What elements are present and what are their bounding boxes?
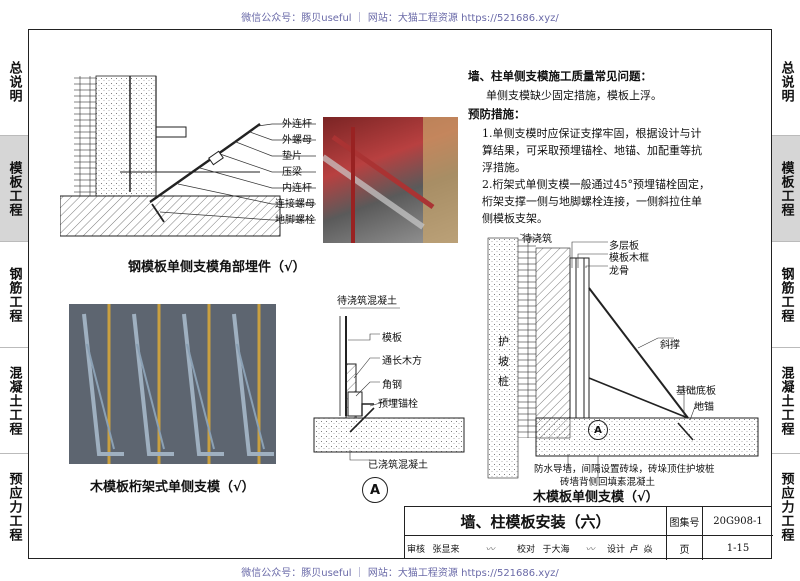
photo-truss-formwork: [69, 304, 276, 464]
reviewer: 张显来: [432, 544, 460, 555]
fig4-label: 地锚: [694, 402, 714, 413]
tab-rebar[interactable]: 钢筋工程: [0, 241, 28, 347]
fig4-drawing: [487, 233, 759, 479]
atlas-label: 图集号: [667, 507, 703, 536]
title-block: 墙、柱模板安装（六） 图集号 20G908-1 审核 张显来 〰 校对 于大海 …: [404, 506, 773, 560]
inner-rod: [149, 141, 236, 203]
outer-rod: [234, 123, 261, 143]
item2-line2: 桁架支撑一侧与地脚螺栓连接，一侧斜拉住单: [482, 195, 702, 208]
checker: 于大海: [542, 544, 570, 555]
fig4-label: 待浇筑: [522, 234, 552, 245]
tab-concrete-right[interactable]: 混凝土工程: [772, 347, 800, 453]
item2-line1: 2.桁架式单侧支模一般通过45°预埋锚栓固定，: [482, 178, 710, 191]
designer-surname: 卢: [629, 544, 639, 555]
brick-wall: [518, 238, 536, 438]
page-number: 1-15: [726, 542, 750, 554]
item1-line2: 算结果，可采取预埋锚栓、地锚、加配重等抗: [482, 144, 702, 157]
item2-line3: 侧模板支架。: [482, 212, 548, 225]
side-tabs-left: 总说明 模板工程 钢筋工程 混凝土工程 预应力工程: [0, 29, 28, 559]
tab-formwork-right[interactable]: 模板工程: [772, 135, 800, 241]
tab-general[interactable]: 总说明: [6, 61, 22, 103]
problem-heading: 墙、柱单侧支模施工质量常见问题：: [468, 69, 652, 83]
fig4-label: 护: [498, 335, 509, 348]
signature-row: 审核 张显来 〰 校对 于大海 〰 设计 卢 焱: [405, 536, 667, 560]
designer-given-name: 焱: [643, 544, 653, 555]
fig3-label: 模板: [382, 333, 402, 344]
fig3-drawing: [313, 307, 465, 461]
fig4-section-mark: A: [588, 420, 608, 440]
fig1-label: 连接螺母: [275, 199, 315, 210]
fig4-label: 砖墙背侧回填素混凝土: [560, 477, 656, 488]
fig1-drawing: [60, 75, 316, 237]
review-label: 审核: [406, 544, 425, 555]
diagonal-brace: [588, 287, 689, 419]
fig3-label: 角钢: [382, 380, 402, 391]
photo-steel-formwork: [323, 117, 458, 243]
atlas-number: 20G908-1: [703, 507, 773, 536]
fig4-label: 模板木框: [609, 253, 649, 264]
retaining-pile: [487, 237, 519, 479]
fig1-label: 垫片: [282, 151, 302, 162]
tab-rebar-right[interactable]: 钢筋工程: [772, 241, 800, 347]
fig4-label: 坡: [498, 355, 509, 368]
design-label: 设计: [606, 544, 625, 555]
fig2-caption: 木模板桁架式单侧支模（√）: [90, 480, 255, 495]
fig4-label: 龙骨: [609, 266, 629, 277]
fig4-label: 桩: [498, 375, 509, 388]
anchor-bolt: [151, 203, 165, 223]
sheet-title: 墙、柱模板安装（六）: [405, 507, 667, 536]
fig4-label: 多层板: [609, 241, 639, 252]
problem-text: 单侧支模缺少固定措施，模板上浮。: [486, 89, 662, 102]
watermark-bottom: 微信公众号：豚贝useful ｜ 网站：大猫工程资源 https://52168…: [241, 568, 559, 579]
fig3-section-mark: A: [362, 477, 388, 503]
tab-prestress[interactable]: 预应力工程: [0, 453, 28, 559]
fig4-label: 斜撑: [660, 340, 680, 351]
fig1-label: 地脚螺栓: [275, 215, 315, 226]
page-label: 页: [667, 536, 703, 560]
fig3-label: 通长木方: [382, 356, 422, 367]
drawing-frame: [28, 29, 772, 559]
fig1-label: 压梁: [282, 167, 302, 178]
tab-prestress-right[interactable]: 预应力工程: [772, 453, 800, 559]
reviewer-signature: 〰: [485, 544, 495, 555]
fig4-label: 基础底板: [676, 386, 716, 397]
check-label: 校对: [516, 544, 535, 555]
checker-signature: 〰: [585, 544, 595, 555]
item1-line3: 浮措施。: [482, 161, 526, 174]
brick-wall: [74, 76, 96, 196]
fig1-label: 外连杆: [282, 119, 312, 130]
item1-line1: 1.单侧支模时应保证支撑牢固，根据设计与计: [482, 127, 702, 140]
fig1-label: 内连杆: [282, 183, 312, 194]
fig4-label: 防水导墙，间隔设置砖垛，砖垛顶住护坡桩: [534, 464, 715, 475]
fig4-caption: 木模板单侧支模（√）: [533, 490, 659, 505]
tab-general-right[interactable]: 总说明: [778, 61, 794, 103]
watermark-top: 微信公众号：豚贝useful ｜ 网站：大猫工程资源 https://52168…: [241, 13, 559, 24]
fig1-caption: 钢模板单侧支模角部埋件（√）: [128, 260, 306, 275]
prevention-heading: 预防措施：: [468, 107, 526, 121]
side-tabs-right: 总说明 模板工程 钢筋工程 混凝土工程 预应力工程: [772, 29, 800, 559]
fig1-label: 外螺母: [282, 135, 312, 146]
tab-formwork[interactable]: 模板工程: [0, 135, 28, 241]
fig3-label: 待浇筑混凝土: [337, 296, 397, 307]
fig3-label: 已浇筑混凝土: [368, 460, 428, 471]
fig3-label: 预埋锚栓: [378, 399, 418, 410]
tab-concrete[interactable]: 混凝土工程: [0, 347, 28, 453]
